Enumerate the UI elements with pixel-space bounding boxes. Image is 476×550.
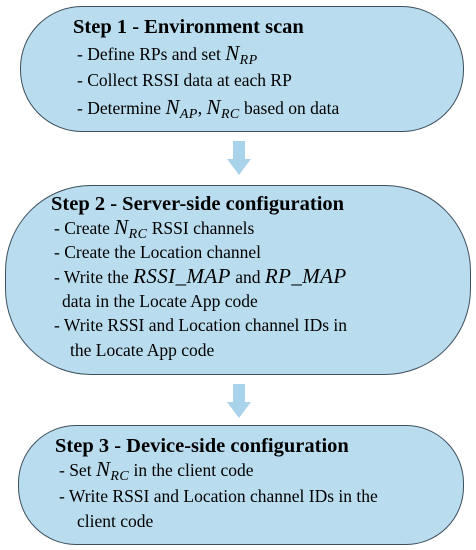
step-1-title: Step 1 - Environment scan [73, 16, 304, 38]
step-1-line-2: - Collect RSSI data at each RP [77, 70, 292, 90]
step-2-line-1: - Create NRC RSSI channels [54, 215, 255, 242]
step-1-line-1-text: - Define RPs and set [77, 44, 226, 64]
step-2-line-3: - Write the RSSI_MAP and RP_MAP [54, 264, 347, 288]
step-2-line-5: - Write RSSI and Location channel IDs in [54, 315, 348, 335]
down-arrow-2-icon [227, 384, 251, 418]
step-3-title: Step 3 - Device-side configuration [55, 435, 349, 457]
step-2-title: Step 2 - Server-side configuration [51, 193, 345, 215]
n-ap-math: NAP [165, 95, 198, 122]
step-3-line-3: client code [77, 511, 154, 531]
step-2-box: Step 2 - Server-side configuration - Cre… [5, 185, 471, 375]
rp-map-math: RP_MAP [264, 264, 347, 288]
n-rc-math: NRC [95, 457, 130, 484]
n-rc-math: NRC [206, 95, 240, 122]
step-2-line-4: data in the Locate App code [62, 291, 258, 311]
step-2-line-6: the Locate App code [70, 340, 215, 360]
step-1-line-3: - Determine NAP, NRC based on data [77, 95, 340, 122]
step-2-line-2: - Create the Location channel [54, 242, 261, 262]
n-rc-math: NRC [114, 215, 148, 242]
n-rp-math: NRP [225, 41, 258, 68]
down-arrow-1-icon [227, 141, 251, 175]
step-3-line-1: - Set NRC in the client code [59, 457, 254, 484]
step-1-line-1: - Define RPs and set NRP [77, 41, 258, 68]
step-3-box: Step 3 - Device-side configuration - Set… [18, 425, 464, 545]
step-1-box: Step 1 - Environment scan - Define RPs a… [20, 6, 464, 132]
step-3-line-2: - Write RSSI and Location channel IDs in… [59, 486, 378, 506]
rssi-map-math: RSSI_MAP [133, 264, 231, 288]
